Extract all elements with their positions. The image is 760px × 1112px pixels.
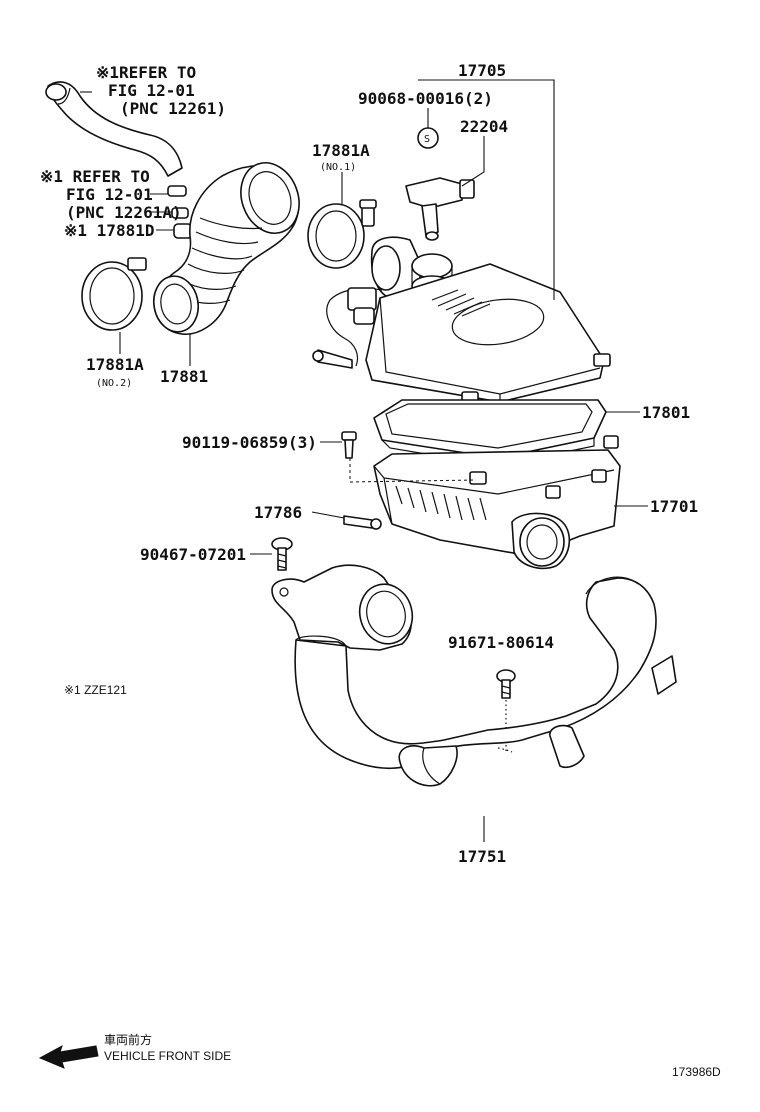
- label-22204: 22204: [460, 117, 508, 136]
- upper-hose-drawing: [45, 81, 183, 177]
- bolt-90467-drawing: [271, 537, 293, 571]
- front-label-jp: 車両前方: [104, 1032, 152, 1047]
- air-cleaner-element-drawing: [373, 399, 607, 467]
- air-cleaner-cap-drawing: [312, 236, 611, 407]
- part-labels: ※1REFER TO FIG 12-01 (PNC 12261) ※1 REFE…: [40, 61, 698, 866]
- intake-duct-drawing: [271, 564, 677, 787]
- grommet-17786-drawing: [343, 515, 382, 530]
- label-17881a-no2-sub: (NO.2): [96, 378, 132, 389]
- front-label-en: VEHICLE FRONT SIDE: [104, 1049, 231, 1063]
- label-17881a-no1: 17881A: [312, 141, 370, 160]
- label-refer2-line1: ※1 REFER TO: [40, 167, 150, 186]
- leader-lines: [80, 79, 648, 842]
- clamp-no2-drawing: [81, 257, 147, 331]
- label-90119: 90119-06859(3): [182, 433, 317, 452]
- vehicle-front-indicator: 車両前方 VEHICLE FRONT SIDE: [38, 1032, 231, 1069]
- front-arrow-icon: [38, 1044, 99, 1069]
- bolt-90119-drawing: [341, 431, 477, 483]
- label-refer1-line2: FIG 12-01: [108, 81, 195, 100]
- label-refer2-line2: FIG 12-01: [66, 185, 153, 204]
- label-17881d: ※1 17881D: [64, 221, 154, 240]
- label-17786: 17786: [254, 503, 302, 522]
- label-17701: 17701: [650, 497, 698, 516]
- air-cleaner-hose-drawing: [152, 162, 300, 335]
- label-s-mark: S: [424, 134, 430, 145]
- label-17881a-no2: 17881A: [86, 355, 144, 374]
- label-17751: 17751: [458, 847, 506, 866]
- label-refer2-line3: (PNC 12261A): [66, 203, 182, 222]
- label-zze-note: ※1 ZZE121: [64, 683, 127, 697]
- label-90467: 90467-07201: [140, 545, 246, 564]
- label-17881: 17881: [160, 367, 208, 386]
- air-flow-meter-drawing: [405, 127, 475, 241]
- label-refer1-line3: (PNC 12261): [120, 99, 226, 118]
- label-17801: 17801: [642, 403, 690, 422]
- label-17705: 17705: [458, 61, 506, 80]
- air-cleaner-case-drawing: [373, 435, 621, 570]
- small-fitting-drawing: [167, 185, 193, 239]
- label-17881a-no1-sub: (NO.1): [320, 162, 356, 173]
- label-91671: 91671-80614: [448, 633, 554, 652]
- figure-id: 173986D: [672, 1065, 721, 1079]
- label-90068: 90068-00016(2): [358, 89, 493, 108]
- label-refer1-line1: ※1REFER TO: [96, 63, 196, 82]
- clamp-no1-drawing: [307, 199, 377, 269]
- bolt-91671-drawing: [496, 669, 516, 752]
